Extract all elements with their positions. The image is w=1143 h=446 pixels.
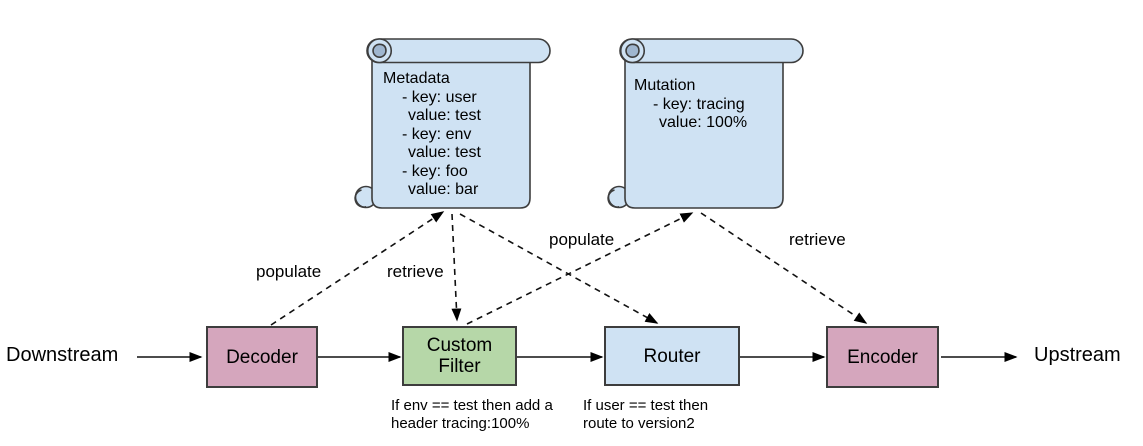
metadata-entry: value: test [408,144,481,161]
mutation-entry: value: 100% [659,114,748,131]
node-router-label: Router [643,345,701,367]
dashed-mutation-retrieve-encoder [700,212,868,324]
downstream-label: Downstream [6,344,119,366]
edge-label-retrieve-metadata: retrieve [387,262,444,281]
dashed-decoder-populate-metadata [270,211,445,326]
mutation-title: Mutation [634,77,696,94]
metadata-entry: value: test [408,107,481,124]
scroll-top-roll [366,38,551,64]
node-encoder-box [826,326,939,388]
node-custom-filter-box [402,326,517,386]
metadata-entry: - key: env [402,125,472,143]
metadata-entry: - key: foo [402,162,468,180]
metadata-entry: value: bar [408,181,479,198]
mutation-scroll-text: Mutation - key: tracing value: 100% [634,77,747,133]
scroll-bottom-curl-line [354,189,367,208]
scroll-top-curl-inner [372,43,387,58]
dashed-custom-filter-populate-mutation [466,212,694,325]
custom-filter-note: If env == test then add a header tracing… [391,397,553,432]
metadata-scroll-shape [354,38,551,209]
metadata-scroll-text: Metadata - key: user value: test - key: … [383,70,481,200]
node-decoder-box [206,326,318,388]
node-encoder-label: Encoder [847,346,918,368]
router-note: If user == test then route to version2 [583,397,709,432]
metadata-entry: - key: user [402,88,477,106]
mutation-entry: - key: tracing [653,95,745,113]
edge-label-populate-mutation: populate [549,230,615,249]
scroll-body [371,49,531,209]
node-decoder-label: Decoder [226,346,298,368]
node-router-box [604,326,740,386]
node-custom-filter-label: Custom Filter [426,335,493,377]
dashed-metadata-to-router [459,213,659,324]
edge-label-populate-metadata: populate [256,262,322,281]
edge-label-retrieve-mutation: retrieve [789,230,846,249]
dashed-metadata-retrieve-custom-filter [451,213,462,322]
metadata-title: Metadata [383,70,450,87]
upstream-label: Upstream [1034,344,1121,366]
